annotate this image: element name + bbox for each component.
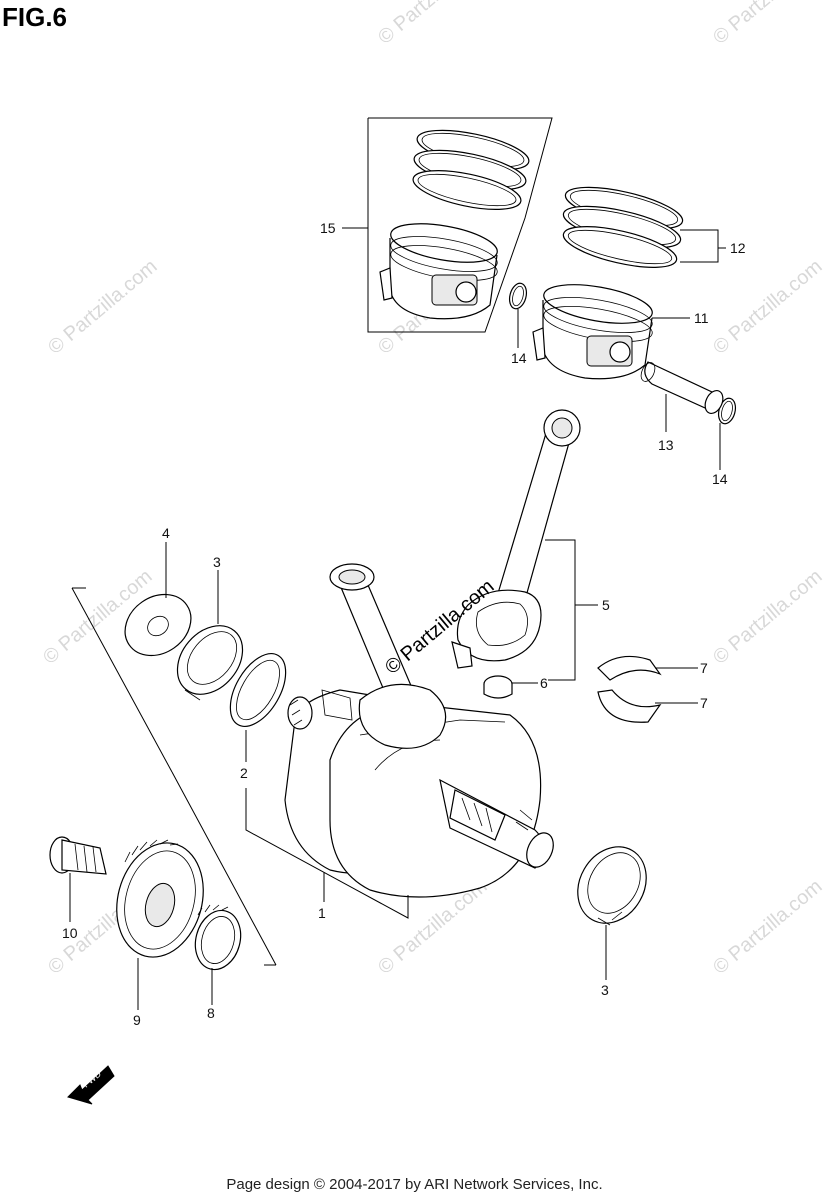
callout-labels: 15 12 14 11 13 14 4 3 5 7 6 7 2 1 10 9 8…	[62, 220, 746, 1028]
callout-7-lower: 7	[700, 695, 708, 711]
callout-5: 5	[602, 597, 610, 613]
crankshaft-assembly-bracket	[71, 587, 409, 966]
piston-pin-circlip	[717, 397, 737, 425]
watermark: © Partzilla.com	[709, 875, 826, 978]
watermark: © Partzilla.com	[709, 255, 826, 358]
connecting-rod-front	[321, 563, 447, 749]
watermark: © Partzilla.com	[44, 255, 161, 358]
piston	[532, 284, 653, 380]
connecting-rod-rear	[451, 409, 581, 669]
figure-title: FIG.6	[2, 2, 68, 32]
callout-11: 11	[694, 310, 709, 326]
piston-kit	[379, 223, 498, 320]
footer-copyright: Page design © 2004-2017 by ARI Network S…	[226, 1176, 603, 1193]
callout-2: 2	[240, 765, 248, 781]
crankshaft-main-bearing-left	[176, 625, 244, 701]
piston-ring-set-kit	[412, 129, 530, 210]
primary-drive-gear	[116, 839, 204, 958]
callout-7-upper: 7	[700, 660, 708, 676]
callout-1: 1	[318, 905, 326, 921]
callout-6: 6	[540, 675, 548, 691]
connecting-rod-bearing-lower	[597, 689, 662, 723]
piston-pin-circlip	[508, 282, 528, 310]
callout-3-left: 3	[213, 554, 221, 570]
primary-gear-bolt	[49, 836, 107, 875]
piston-pin	[640, 361, 724, 414]
leader-lines	[69, 227, 726, 1010]
callout-9: 9	[133, 1012, 141, 1028]
watermark: © Partzilla.com	[374, 0, 491, 49]
callout-3-right: 3	[601, 982, 609, 998]
crankshaft-shim	[229, 653, 287, 727]
watermark: © Partzilla.com	[709, 0, 826, 49]
callout-13: 13	[658, 437, 674, 453]
callout-10: 10	[62, 925, 78, 941]
connecting-rod-bearing-upper	[597, 655, 662, 681]
piston-kit-box	[367, 117, 553, 333]
callout-8: 8	[207, 1005, 215, 1021]
callout-15: 15	[320, 220, 336, 236]
fwd-arrow-icon: FWD	[67, 1065, 115, 1105]
crankshaft-main-bearing-right	[577, 846, 647, 926]
piston-rings	[562, 186, 684, 268]
callout-12: 12	[730, 240, 746, 256]
thrust-washer	[124, 593, 192, 657]
connecting-rod-nut	[483, 675, 513, 699]
watermark: © Partzilla.com	[709, 565, 826, 668]
callout-4: 4	[162, 525, 170, 541]
drive-gear-small	[194, 904, 242, 971]
callout-14-lower: 14	[712, 471, 728, 487]
callout-14-upper: 14	[511, 350, 527, 366]
